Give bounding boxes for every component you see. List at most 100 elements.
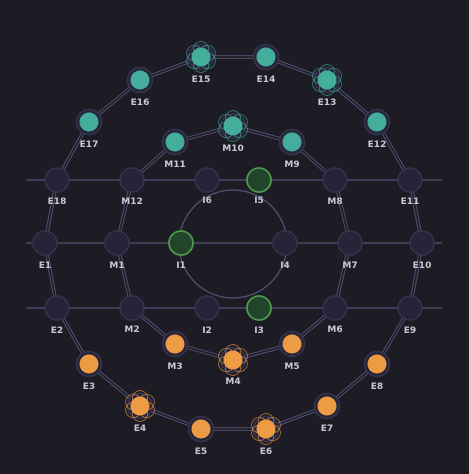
node-label: M12 xyxy=(121,197,142,207)
node-m7[interactable]: M7 xyxy=(337,230,363,271)
node-e10[interactable]: E10 xyxy=(409,230,435,271)
node-i6[interactable]: I6 xyxy=(194,167,220,206)
node-m9[interactable]: M9 xyxy=(278,128,306,171)
node-label: E3 xyxy=(83,382,95,392)
node-label: I6 xyxy=(202,196,212,206)
node-label: M5 xyxy=(284,362,299,372)
empty-spot xyxy=(119,167,145,193)
orange-piece xyxy=(191,419,211,439)
node-label: E18 xyxy=(48,197,67,207)
node-i3[interactable]: I3 xyxy=(246,295,272,336)
node-e2[interactable]: E2 xyxy=(44,295,70,336)
node-e7[interactable]: E7 xyxy=(313,392,341,435)
node-label: I3 xyxy=(254,326,264,336)
node-e15[interactable]: E15 xyxy=(184,41,218,85)
empty-spot xyxy=(119,295,145,321)
node-label: E1 xyxy=(39,261,51,271)
empty-spot xyxy=(397,167,423,193)
node-m8[interactable]: M8 xyxy=(322,167,348,207)
node-e3[interactable]: E3 xyxy=(75,350,103,393)
node-label: E7 xyxy=(321,424,333,434)
teal-piece xyxy=(282,132,302,152)
node-i2[interactable]: I2 xyxy=(194,295,220,336)
node-label: M8 xyxy=(327,197,342,207)
empty-spot xyxy=(337,230,363,256)
node-e1[interactable]: E1 xyxy=(32,230,58,271)
node-label: E2 xyxy=(51,326,63,336)
node-i4[interactable]: I4 xyxy=(272,230,298,271)
node-e8[interactable]: E8 xyxy=(363,350,391,393)
node-label: E17 xyxy=(80,140,99,150)
node-label: E11 xyxy=(401,197,420,207)
orange-piece xyxy=(79,354,99,374)
node-e14[interactable]: E14 xyxy=(252,43,280,86)
node-m12[interactable]: M12 xyxy=(119,167,145,207)
orange-piece xyxy=(367,354,387,374)
node-label: E13 xyxy=(318,98,337,108)
orange-piece xyxy=(282,334,302,354)
node-label: E5 xyxy=(195,447,207,457)
node-label: E4 xyxy=(134,424,146,434)
node-e18[interactable]: E18 xyxy=(44,167,70,207)
node-m4[interactable]: M4 xyxy=(216,344,250,387)
node-e13[interactable]: E13 xyxy=(310,64,344,108)
node-e17[interactable]: E17 xyxy=(75,108,103,151)
empty-spot xyxy=(194,295,220,321)
node-label: I5 xyxy=(254,196,264,206)
orange-piece xyxy=(165,334,185,354)
empty-spot xyxy=(322,295,348,321)
node-label: E6 xyxy=(260,447,272,457)
green-piece xyxy=(168,230,194,256)
teal-piece xyxy=(165,132,185,152)
empty-spot xyxy=(194,167,220,193)
node-e11[interactable]: E11 xyxy=(397,167,423,207)
node-i5[interactable]: I5 xyxy=(246,167,272,206)
node-i1[interactable]: I1 xyxy=(168,230,194,271)
node-label: M4 xyxy=(225,377,240,387)
node-m3[interactable]: M3 xyxy=(161,330,189,373)
node-e6[interactable]: E6 xyxy=(249,413,283,457)
node-label: M2 xyxy=(124,325,139,335)
node-m2[interactable]: M2 xyxy=(119,295,145,335)
node-label: E10 xyxy=(413,261,432,271)
empty-spot xyxy=(322,167,348,193)
inner-ring-edge xyxy=(178,189,288,299)
empty-spot xyxy=(272,230,298,256)
orange-piece xyxy=(130,396,150,416)
empty-spot xyxy=(32,230,58,256)
node-m6[interactable]: M6 xyxy=(322,295,348,335)
node-m10[interactable]: M10 xyxy=(216,110,250,154)
orange-piece xyxy=(317,396,337,416)
teal-piece xyxy=(367,112,387,132)
teal-piece xyxy=(130,70,150,90)
node-label: E8 xyxy=(371,382,383,392)
node-label: E14 xyxy=(257,75,276,85)
node-label: I2 xyxy=(202,326,212,336)
orange-piece xyxy=(223,350,243,370)
node-e9[interactable]: E9 xyxy=(397,295,423,336)
node-label: M10 xyxy=(222,144,243,154)
node-e5[interactable]: E5 xyxy=(187,415,215,458)
green-piece xyxy=(246,295,272,321)
empty-spot xyxy=(44,167,70,193)
orange-piece xyxy=(256,419,276,439)
node-m11[interactable]: M11 xyxy=(161,128,189,171)
node-label: M6 xyxy=(327,325,342,335)
teal-piece xyxy=(223,116,243,136)
empty-spot xyxy=(104,230,130,256)
node-e4[interactable]: E4 xyxy=(123,390,157,434)
node-label: M9 xyxy=(284,160,299,170)
node-label: E9 xyxy=(404,326,416,336)
node-label: M1 xyxy=(109,261,124,271)
node-label: E15 xyxy=(192,75,211,85)
node-m1[interactable]: M1 xyxy=(104,230,130,271)
node-label: E16 xyxy=(131,98,150,108)
node-label: E12 xyxy=(368,140,387,150)
node-label: M7 xyxy=(342,261,357,271)
node-e12[interactable]: E12 xyxy=(363,108,391,151)
empty-spot xyxy=(409,230,435,256)
node-m5[interactable]: M5 xyxy=(278,330,306,373)
node-e16[interactable]: E16 xyxy=(126,66,154,109)
